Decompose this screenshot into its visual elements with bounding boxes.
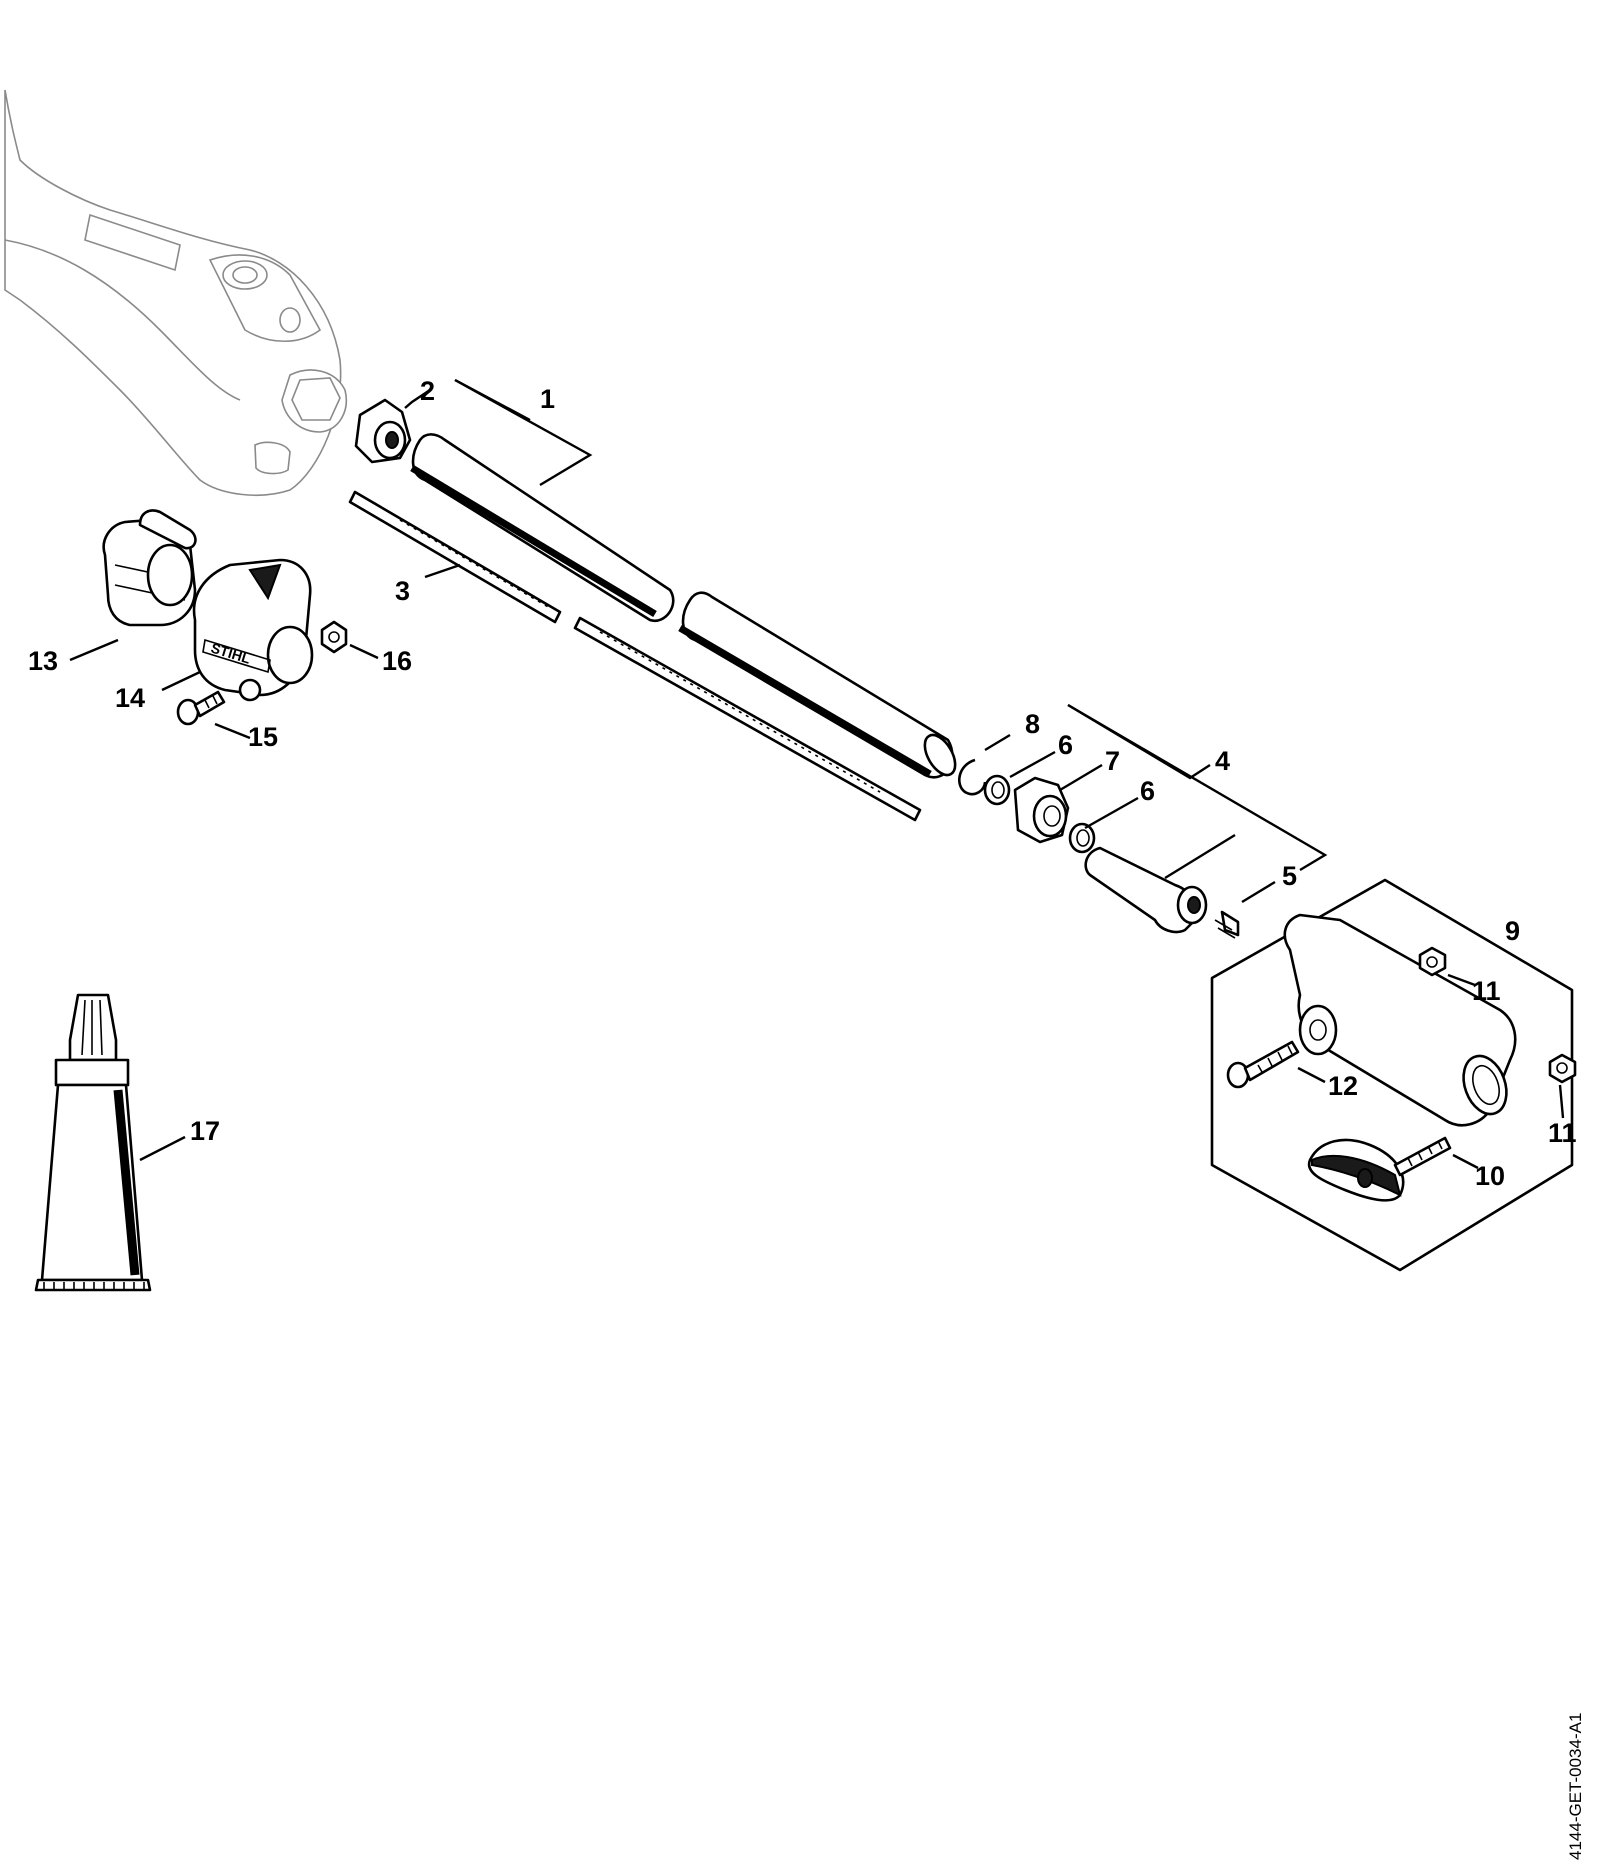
callout-15: 15	[248, 722, 278, 752]
callout-17: 17	[190, 1116, 220, 1146]
callout-14: 14	[115, 683, 145, 713]
callout-8: 8	[1025, 709, 1040, 739]
part-5-pin	[1214, 910, 1240, 939]
callout-6b: 6	[1140, 776, 1155, 806]
callout-10: 10	[1475, 1161, 1505, 1191]
part-15-screw	[176, 690, 226, 726]
callout-7: 7	[1105, 746, 1120, 776]
callout-11b: 11	[1548, 1118, 1577, 1148]
part-8-circlip	[957, 758, 987, 796]
callout-16: 16	[382, 646, 412, 676]
part-14-loop-handle: STIHL	[192, 558, 314, 702]
part-7-bearing	[1013, 776, 1070, 844]
part-6-washer-a	[983, 774, 1011, 806]
leader-lines	[69, 378, 1565, 1170]
callout-3: 3	[395, 576, 410, 606]
part-6-washer-b	[1068, 822, 1096, 854]
callout-13: 13	[28, 646, 58, 676]
callout-2: 2	[420, 376, 435, 406]
callout-4: 4	[1215, 746, 1230, 776]
part-1-drive-tube	[410, 433, 957, 779]
part-16-nut	[320, 620, 348, 654]
part-2-bush	[354, 398, 412, 464]
callout-6a: 6	[1058, 730, 1073, 760]
engine-housing	[4, 89, 347, 496]
part-11-nut-a	[1418, 946, 1447, 977]
part-3-drive-shaft	[348, 490, 922, 822]
part-11-nut-b	[1548, 1053, 1577, 1084]
drawing-id-label: 4144-GET-0034-A1	[1566, 1712, 1585, 1860]
callout-12: 12	[1328, 1071, 1358, 1101]
part-17-grease-tube	[34, 993, 152, 1292]
callout-9: 9	[1505, 916, 1520, 946]
part-4-shaft-end	[1084, 846, 1208, 934]
part-10-wing-screw	[1307, 1136, 1452, 1202]
callout-labels: 1 2 3 4 5 6 6 7 8 9 10 11 11 12 13 14 15…	[28, 376, 1577, 1191]
callout-1: 1	[540, 384, 555, 414]
callout-5: 5	[1282, 861, 1297, 891]
part-13-clamp	[102, 509, 197, 627]
part-9-handle-set	[1210, 878, 1574, 1272]
part-12-screw	[1226, 1040, 1300, 1089]
callout-11a: 11	[1472, 976, 1501, 1006]
